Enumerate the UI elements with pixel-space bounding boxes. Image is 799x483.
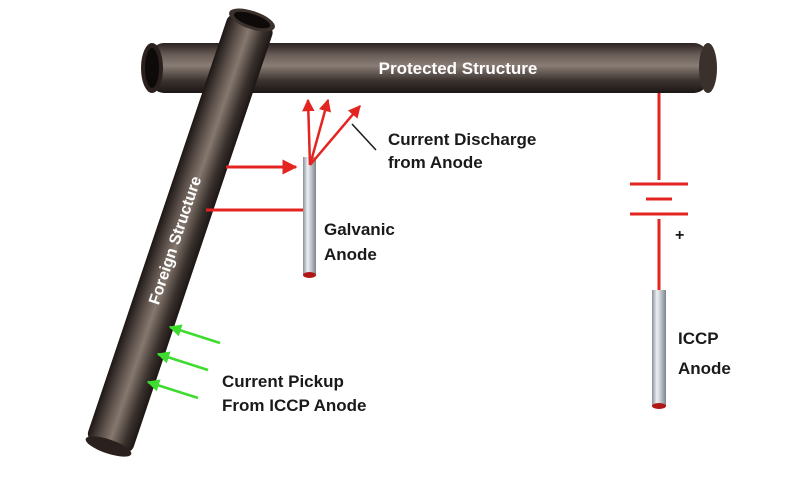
iccp-label-line1: ICCP <box>678 329 719 348</box>
battery-symbol <box>630 182 688 216</box>
galvanic-anode <box>303 157 316 278</box>
battery-plus-sign: + <box>675 227 684 244</box>
galvanic-label-line1: Galvanic <box>324 220 395 239</box>
protected-structure-pipe <box>141 43 717 93</box>
discharge-label-line1: Current Discharge <box>388 130 536 149</box>
discharge-leader-line <box>351 123 377 151</box>
discharge-label-line2: from Anode <box>388 153 483 172</box>
foreign-structure-pipe <box>85 8 275 457</box>
current-discharge-arrows <box>302 98 361 166</box>
galvanic-label-line2: Anode <box>324 245 377 264</box>
protected-structure-label: Protected Structure <box>379 59 538 78</box>
pickup-label-line1: Current Pickup <box>222 372 344 391</box>
iccp-anode <box>652 290 666 409</box>
pickup-label-line2: From ICCP Anode <box>222 396 367 415</box>
iccp-label-line2: Anode <box>678 359 731 378</box>
current-pickup-arrows <box>146 324 221 400</box>
